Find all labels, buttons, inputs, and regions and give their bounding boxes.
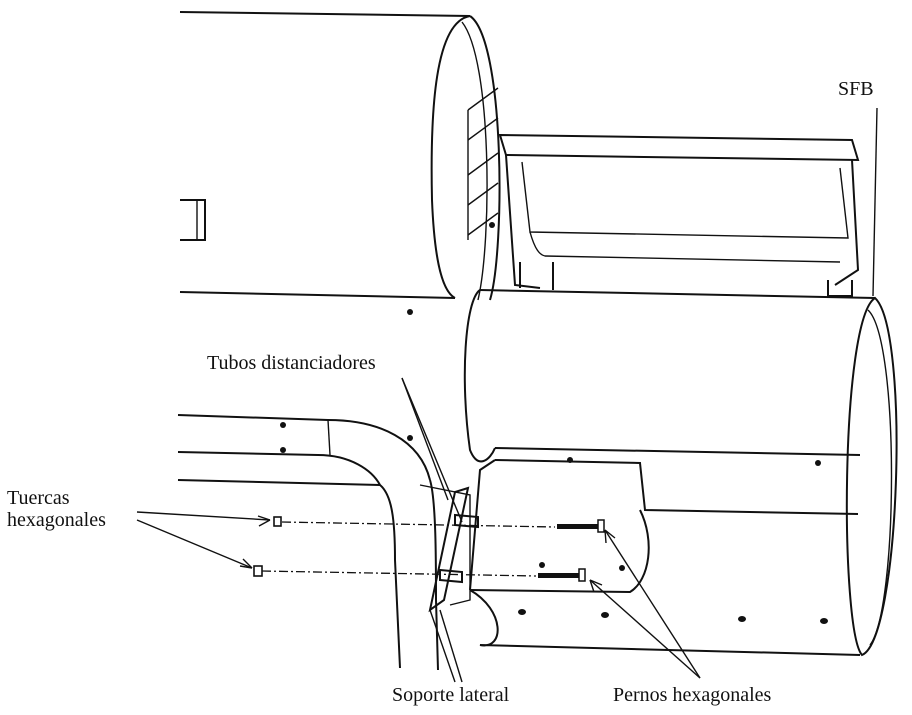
- leader-lines: [136, 107, 878, 683]
- hex-bolts: [538, 519, 605, 582]
- hex-nuts: [253, 516, 282, 577]
- label-hex-nuts-line1: Tuercas: [7, 487, 70, 509]
- label-spacer-tubes: Tubos distanciadores: [207, 352, 376, 374]
- label-hex-bolts: Pernos hexagonales: [613, 684, 772, 706]
- side-firebox: [463, 289, 898, 657]
- side-handle-frame: [498, 133, 860, 297]
- main-barrel: [179, 11, 501, 315]
- label-hex-nuts: Tuercas hexagonales: [7, 487, 106, 531]
- lower-body: [177, 414, 439, 671]
- side-bracket: [419, 484, 479, 613]
- label-sfb: SFB: [838, 78, 874, 100]
- label-side-bracket: Soporte lateral: [392, 684, 510, 706]
- assembly-center-lines: [261, 521, 556, 577]
- label-hex-nuts-line2: hexagonales: [7, 509, 106, 531]
